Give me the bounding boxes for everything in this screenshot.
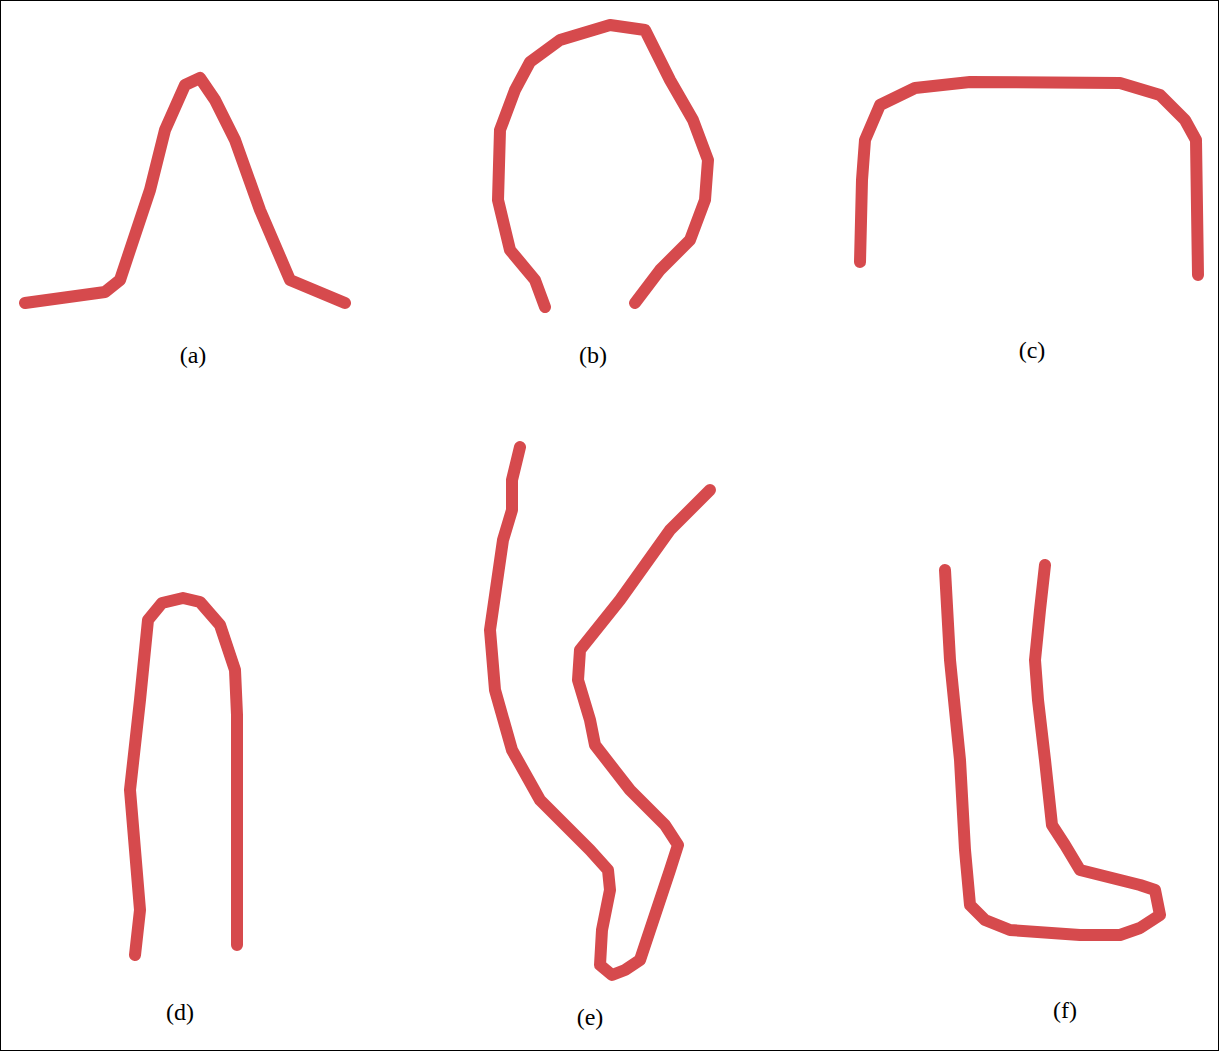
figure-label: (c) [1019,337,1046,364]
curve-e [490,447,710,975]
figure-label: (f) [1053,997,1077,1024]
curve-b [498,25,708,307]
curve-d [130,598,237,955]
figure-label: (a) [180,342,207,369]
figure-label: (e) [577,1004,604,1031]
curve-a [25,78,345,303]
figure-label: (b) [579,342,607,369]
curve-f [945,565,1160,935]
figure-label: (d) [166,999,194,1026]
curve-c [860,82,1198,275]
